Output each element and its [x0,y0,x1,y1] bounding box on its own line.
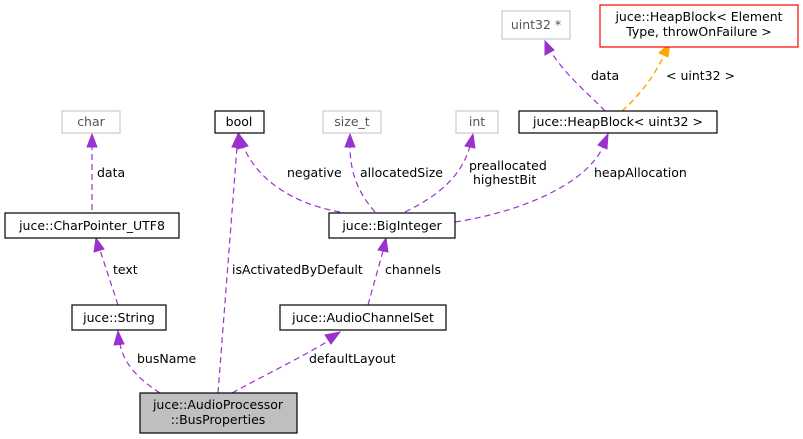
edge-arrow [544,39,555,56]
edge-busprops-bool [217,146,238,394]
svg-text:size_t: size_t [334,114,369,129]
edge-busprops-string [119,343,161,394]
edge-heapblock-uint32ptr [550,51,606,112]
svg-text:char: char [77,114,105,129]
node-int[interactable]: int [455,110,499,134]
edge-label-isActivatedByDefault: isActivatedByDefault [232,262,363,277]
node-bool[interactable]: bool [214,110,265,134]
node-heapblock-template[interactable]: juce::HeapBlock< Element Type, throwOnFa… [599,4,799,48]
edge-label-text: text [113,262,138,277]
node-size_t[interactable]: size_t [322,110,382,134]
edge-arrow [597,132,609,150]
edge-label-data-uint32: data [591,68,619,83]
edge-label-defaultLayout: defaultLayout [309,351,396,366]
edge-biginteger-heapblock [454,146,604,223]
node-charpointer-utf8[interactable]: juce::CharPointer_UTF8 [4,212,180,239]
edge-arrow [377,236,389,253]
edge-arrow [93,236,105,253]
svg-text:juce::BigInteger: juce::BigInteger [341,218,442,233]
node-biginteger[interactable]: juce::BigInteger [328,212,456,239]
edge-arrow [464,132,476,149]
edge-arrow [113,329,125,346]
node-char[interactable]: char [61,110,121,134]
node-heapblock-uint32[interactable]: juce::HeapBlock< uint32 > [518,110,718,134]
svg-text:juce::AudioProcessor: juce::AudioProcessor [152,397,284,412]
svg-text:int: int [469,114,485,129]
edge-label-busName: busName [137,351,197,366]
svg-text:juce::String: juce::String [82,310,155,325]
edge-arrow [237,132,249,150]
node-uint32-ptr[interactable]: uint32 * [501,10,571,40]
edge-audiochannelset-biginteger [367,250,384,306]
svg-text:::BusProperties: ::BusProperties [171,412,266,427]
node-audiochannelset[interactable]: juce::AudioChannelSet [279,304,447,331]
edge-label-highestBit: highestBit [473,172,536,187]
edge-label-allocatedSize: allocatedSize [360,165,443,180]
edge-label-heapAllocation: heapAllocation [594,165,687,180]
edge-arrow [86,132,98,148]
edge-label-negative: negative [287,165,342,180]
node-string[interactable]: juce::String [71,304,167,331]
edge-arrow [324,331,342,345]
edge-label-data-char: data [97,165,125,180]
edge-label-channels: channels [385,262,441,277]
node-busproperties[interactable]: juce::AudioProcessor ::BusProperties [139,392,298,434]
svg-text:juce::HeapBlock< Element: juce::HeapBlock< Element [614,9,782,24]
svg-text:uint32 *: uint32 * [511,17,561,32]
edge-biginteger-size_t [349,145,376,213]
edge-string-charpointer [99,249,119,306]
svg-text:Type, throwOnFailure >: Type, throwOnFailure > [625,24,772,39]
edge-label-template-arg: < uint32 > [666,68,735,83]
edge-biginteger-bool [242,145,341,213]
edge-arrow [344,132,356,148]
svg-text:juce::AudioChannelSet: juce::AudioChannelSet [291,310,434,325]
edge-busprops-audiochannelset [231,339,331,394]
edge-biginteger-int [404,145,471,213]
svg-text:juce::HeapBlock< uint32 >: juce::HeapBlock< uint32 > [532,114,703,129]
edge-label-preallocated: preallocated [469,158,547,173]
svg-text:bool: bool [226,114,253,129]
edge-template-instantiation [621,54,665,112]
svg-text:juce::CharPointer_UTF8: juce::CharPointer_UTF8 [18,218,165,233]
